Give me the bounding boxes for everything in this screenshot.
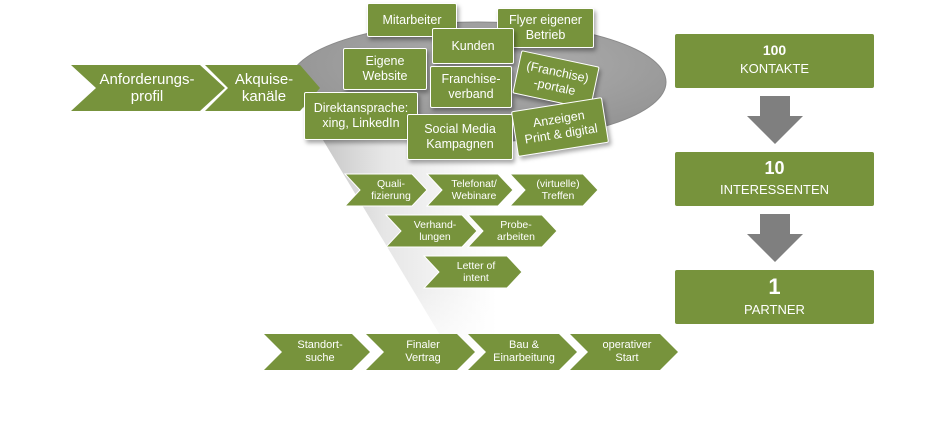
stat-kontakte-number: 100 (762, 42, 787, 58)
stat-interessenten: 10 INTERESSENTEN (675, 152, 874, 206)
verhandlungen-line2: lungen (419, 231, 451, 243)
tag-social-line2: Kampagnen (426, 137, 494, 151)
stat-partner-number: 1 (768, 274, 781, 299)
standortsuche-line1: Standort- (297, 339, 343, 352)
tag-franchiseverband: Franchise-verband (430, 66, 512, 108)
chevron-akquisekanaele: Akquise-kanäle (226, 65, 302, 111)
chevron-probearbeiten-shape (466, 214, 558, 248)
stat-interessenten-label: INTERESSENTEN (719, 182, 830, 197)
chevron-vertrag-shape (366, 334, 475, 370)
stat-kontakte: 100 KONTAKTE (675, 34, 874, 88)
tag-social-line1: Social Media (424, 122, 496, 136)
akquisekanaele-line2: kanäle (241, 88, 287, 105)
probearbeiten-line1: Probe- (500, 218, 532, 231)
chevron-standortsuche-shape (264, 334, 370, 370)
chevron-treffen-shape (508, 173, 599, 207)
stat-interessenten-number: 10 (764, 158, 785, 178)
chevron-telefonat: Telefonat/Webinare (442, 174, 506, 206)
chevron-qualifizierung: Quali-fizierung (360, 174, 422, 206)
telefonat-line2: Webinare (451, 190, 497, 202)
tag-flyer-line2: Betrieb (525, 28, 566, 42)
down-arrow-icon (747, 96, 803, 144)
chevron-verhandlungen-shape (384, 214, 478, 248)
verhandlungen-line1: Verhand- (413, 218, 457, 231)
tag-kunden-label: Kunden (451, 38, 495, 53)
tag-direkt-line2: xing, LinkedIn (322, 116, 400, 130)
chevron-bau-einarbeitung: Bau &Einarbeitung (482, 334, 566, 370)
chevron-anforderungsprofil: Anforderungs-profil (92, 65, 202, 111)
start-line2: Start (615, 352, 639, 364)
probearbeiten-line2: arbeiten (497, 231, 535, 243)
tag-flyer-line1: Flyer eigener (509, 13, 582, 27)
chevron-verhandlungen: Verhand-lungen (400, 215, 470, 247)
loi-line1: Letter of (456, 259, 496, 272)
start-line1: operativer (602, 339, 652, 352)
akquisekanaele-line1: Akquise- (234, 70, 294, 88)
telefonat-line1: Telefonat/ (451, 177, 497, 190)
chevron-telefonat-shape (425, 173, 514, 207)
loi-line2: intent (463, 272, 489, 284)
chevron-loi-shape (422, 255, 523, 289)
chevron-qualifizierung-shape (343, 173, 428, 207)
tag-direkt-line1: Direktansprache: (313, 101, 409, 115)
stat-partner-label: PARTNER (744, 302, 805, 317)
qualifizierung-line2: fizierung (371, 190, 411, 202)
stat-kontakte-label: KONTAKTE (739, 61, 810, 76)
bau-line2: Einarbeitung (493, 352, 555, 364)
input-chevrons (71, 65, 320, 111)
down-arrow-icon (747, 214, 803, 262)
treffen-line1: (virtuelle) (536, 177, 580, 190)
tag-franchiseverband-line1: Franchise- (441, 72, 501, 86)
chevron-probearbeiten: Probe-arbeiten (482, 215, 550, 247)
tag-kunden: Kunden (432, 28, 514, 64)
treffen-line2: Treffen (541, 190, 575, 202)
tag-mitarbeiter-label: Mitarbeiter (382, 12, 442, 27)
tag-direktansprache: Direktansprache:xing, LinkedIn (304, 92, 418, 140)
tag-website-line2: Website (362, 69, 408, 83)
anforderungsprofil-line1: Anforderungs- (99, 70, 195, 88)
vertrag-line2: Vertrag (405, 352, 441, 364)
chevron-anforderungsprofil-shape (71, 65, 225, 111)
stat-partner: 1 PARTNER (675, 270, 874, 324)
vertrag-line1: Finaler (406, 339, 440, 352)
chevron-bau-shape (468, 334, 577, 370)
anforderungsprofil-line2: profil (130, 88, 164, 105)
qualifizierung-line1: Quali- (376, 177, 405, 190)
standortsuche-line2: suche (305, 352, 335, 364)
chevron-standortsuche: Standort-suche (280, 334, 360, 370)
tag-website-line1: Eigene (365, 54, 405, 68)
tag-franchiseverband-line2: verband (448, 87, 494, 101)
chevron-akquisekanaele-shape (205, 65, 320, 111)
bau-line1: Bau & (509, 339, 539, 352)
chevron-start-shape (570, 334, 678, 370)
chevron-treffen: (virtuelle)Treffen (525, 174, 591, 206)
